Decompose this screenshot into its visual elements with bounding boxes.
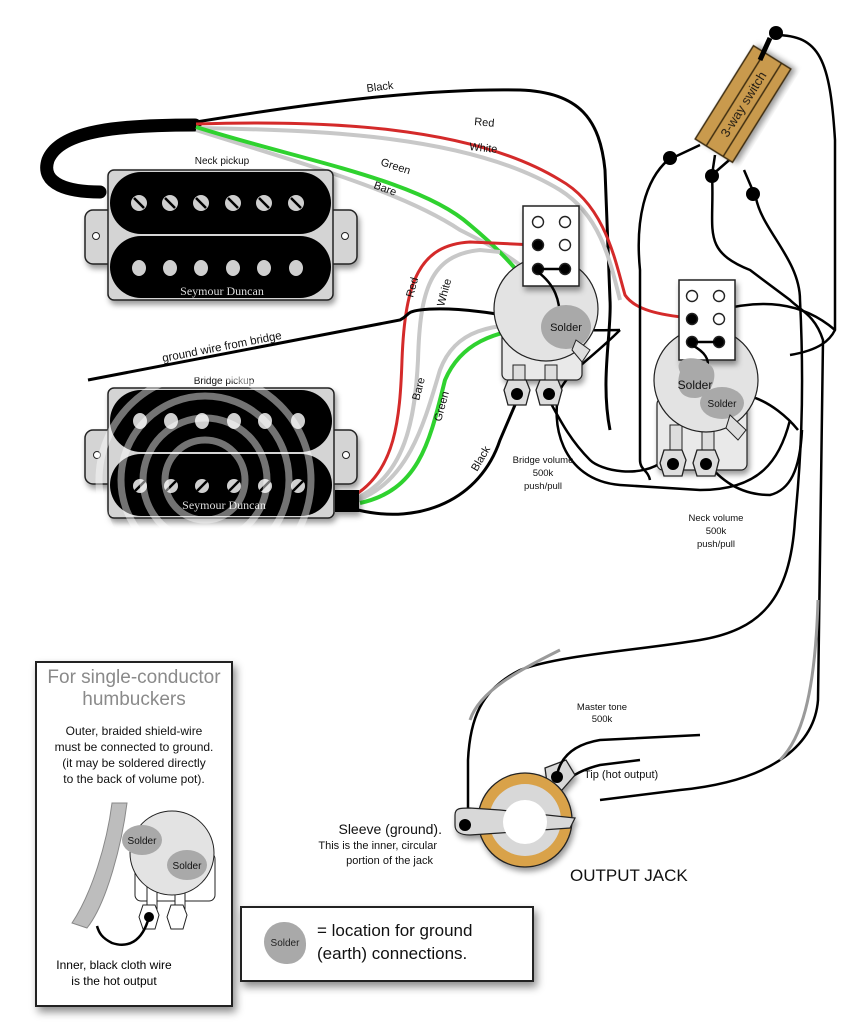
wire-green-bridge [359,323,551,505]
wire-red-neck [195,121,691,320]
solder-legend-blob: Solder [264,922,306,964]
bridge-volume-name: Bridge volume [513,455,574,466]
jack-tip-label: Tip (hot output) [584,769,658,781]
single-conductor-body-line-1: Outer, braided shield-wire [65,724,203,738]
label-bare-mid: Bare [410,376,428,402]
label-black-mid: Black [469,444,493,474]
bridge-volume-value: 500k [533,468,554,479]
neck-pickup-title: Neck pickup [195,156,250,167]
solder-legend-line-2: (earth) connections. [317,944,468,963]
single-conductor-solder-1: Solder [128,836,158,847]
single-conductor-heading-line-1: For single-conductor [47,667,221,688]
label-bare-top: Bare [372,180,398,199]
wire-red-bridge [354,240,536,497]
jack-tip-terminal [551,771,563,783]
wire-ground-bridge [87,307,561,382]
single-conductor-footer-line-1: Inner, black cloth wire [56,958,172,972]
switch-wires [466,33,837,820]
label-green-top: Green [379,156,412,177]
wire-tone-segment-2 [778,599,820,762]
svg-text:Solder: Solder [708,399,738,410]
neck-volume-pot: Solder Solder [653,279,759,477]
wire-black-bridge [357,397,520,516]
jack-sleeve-label: Sleeve (ground). [338,821,442,837]
single-conductor-pot-illustration: Solder Solder [71,802,216,946]
single-conductor-body-line-4: to the back of volume pot). [63,772,205,786]
master-tone-name: Master tone [577,702,627,713]
wire-white-neck [195,126,622,301]
output-jack [454,759,576,868]
single-conductor-body-line-3: (it may be soldered directly [62,756,206,770]
neck-pickup-brand: Seymour Duncan [180,284,264,298]
neck-solder-blob-2: Solder [700,387,744,419]
label-red-top: Red [474,116,495,130]
single-conductor-heading-line-2: humbuckers [82,689,186,710]
single-conductor-info-box: For single-conductor humbuckers Outer, b… [35,661,233,1007]
jack-sleeve-note-2: portion of the jack [346,855,433,867]
wire-white-bridge [356,247,501,500]
label-red-mid: Red [404,276,421,299]
label-white-mid: White [435,278,454,308]
neck-wires [195,88,691,431]
solder-legend-box: Solder = location for ground (earth) con… [240,906,534,982]
bridge-pickup [84,387,359,519]
master-tone-value: 500k [592,714,613,725]
bridge-solder-blob: Solder [541,305,591,349]
watermark-rings [95,370,315,590]
label-white-top: White [469,141,498,156]
jack-sleeve-terminal [459,819,471,831]
neck-pickup [84,169,358,301]
single-conductor-solder-2: Solder [173,861,203,872]
neck-solder-blob-1: Solder [678,358,715,398]
bridge-volume-pot: Solder [493,205,599,406]
solder-legend-line-1: = location for ground [317,921,473,940]
bridge-pickup-title: Bridge pickup [194,376,255,387]
single-conductor-body: Outer, braided shield-wire must be conne… [37,723,231,787]
bridge-pickup-brand: Seymour Duncan [182,498,266,512]
label-black-top: Black [366,80,395,95]
solder-legend-text: = location for ground (earth) connection… [317,919,472,965]
wire-tone-segment [468,648,561,721]
svg-text:Solder: Solder [550,322,582,334]
single-conductor-body-line-2: must be connected to ground. [54,740,214,754]
single-conductor-footer-line-2: is the hot output [71,974,157,988]
single-conductor-footer: Inner, black cloth wire is the hot outpu… [49,957,179,989]
neck-pickup-cable [40,118,202,199]
neck-volume-type: push/pull [697,539,735,550]
switch-solder-dots [663,26,783,201]
three-way-switch: 3-way switch [694,44,792,164]
neck-volume-name: Neck volume [689,513,744,524]
neck-volume-value: 500k [706,526,727,537]
jack-title: OUTPUT JACK [570,866,688,885]
label-green-mid: Green [432,390,452,423]
jack-sleeve-note-1: This is the inner, circular [318,840,437,852]
single-conductor-heading: For single-conductor humbuckers [37,663,231,719]
bridge-volume-type: push/pull [524,481,562,492]
svg-text:Solder: Solder [678,378,713,392]
